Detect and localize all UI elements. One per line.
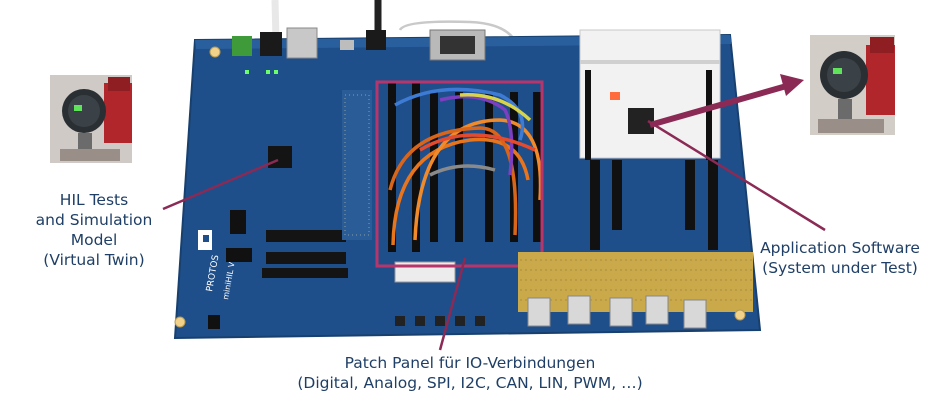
pump-photo-right [810,35,895,135]
hil-label-line-2: and Simulation [35,211,153,229]
hil-label-line-3: Model [70,231,118,249]
app-software-line-1: Application Software [760,239,920,257]
app-software-line-2: (System under Test) [762,259,918,277]
patch-panel-line-1: Patch Panel für IO-Verbindungen [344,354,596,372]
patch-panel-label: Patch Panel für IO-Verbindungen (Digital… [250,353,690,393]
patch-panel-line-2: (Digital, Analog, SPI, I2C, CAN, LIN, PW… [297,374,643,392]
hil-label: HIL Tests and Simulation Model (Virtual … [30,190,158,270]
app-software-label: Application Software (System under Test) [745,238,935,278]
pump-photo-left [50,75,132,163]
hil-label-line-4: (Virtual Twin) [43,251,145,269]
hil-label-line-1: HIL Tests [59,191,129,209]
